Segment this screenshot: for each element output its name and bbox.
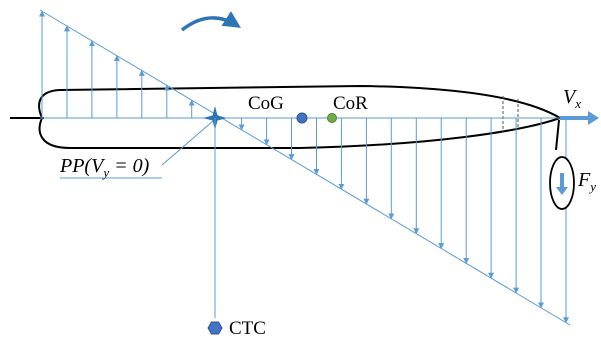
- cor-marker-icon: [327, 113, 337, 123]
- cog-marker-icon: [296, 112, 308, 124]
- fy-arrow-head: [556, 187, 568, 195]
- pp-leader-line: [161, 120, 214, 166]
- cor-label: CoR: [333, 93, 368, 114]
- vx-label: Vx: [563, 86, 581, 111]
- cog-label: CoG: [248, 93, 284, 114]
- fy-label: Fy: [577, 169, 596, 194]
- vx-arrow-head: [588, 111, 599, 125]
- velocity-envelope-line: [39, 9, 571, 326]
- pp-label: PP(Vy = 0): [59, 155, 150, 180]
- velocity-arrows: [39, 10, 569, 324]
- fy-connector-line: [555, 119, 560, 151]
- ctc-label: CTC: [229, 318, 266, 339]
- rotation-arrow-icon: [180, 11, 241, 32]
- ctc-hexagon-icon: [207, 321, 223, 335]
